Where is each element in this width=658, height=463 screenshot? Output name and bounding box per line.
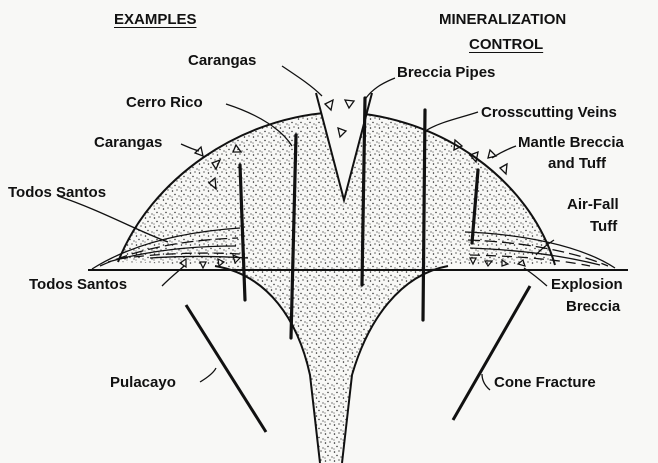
- cone-fracture-right: [453, 286, 530, 420]
- label-breccia-pipes: Breccia Pipes: [397, 64, 495, 81]
- mineralization-header: MINERALIZATION: [439, 11, 566, 28]
- label-breccia: Breccia: [566, 298, 620, 315]
- label-carangas-left: Carangas: [94, 134, 162, 151]
- label-cerro-rico: Cerro Rico: [126, 94, 203, 111]
- label-todos-santos-lower: Todos Santos: [29, 276, 127, 293]
- label-crosscutting-veins: Crosscutting Veins: [481, 104, 617, 121]
- label-pulacayo: Pulacayo: [110, 374, 176, 391]
- label-tuff: Tuff: [590, 218, 617, 235]
- label-todos-santos-upper: Todos Santos: [8, 184, 106, 201]
- examples-header: EXAMPLES: [114, 11, 197, 28]
- label-carangas-top: Carangas: [188, 52, 256, 69]
- label-explosion: Explosion: [551, 276, 623, 293]
- control-header: CONTROL: [469, 36, 543, 53]
- label-air-fall: Air-Fall: [567, 196, 619, 213]
- label-mantle-breccia: Mantle Breccia: [518, 134, 624, 151]
- label-cone-fracture: Cone Fracture: [494, 374, 596, 391]
- cone-fracture-left: [186, 305, 266, 432]
- label-and-tuff: and Tuff: [548, 155, 606, 172]
